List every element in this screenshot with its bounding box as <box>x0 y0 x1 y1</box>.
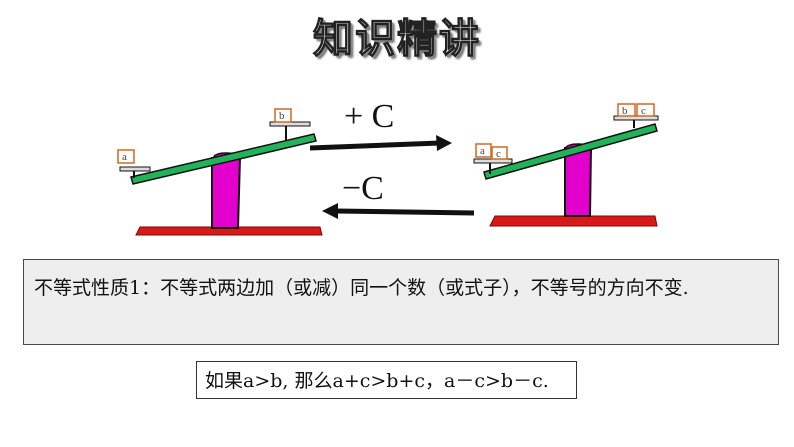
weight-a2 <box>475 143 492 158</box>
left-beam <box>130 133 317 185</box>
arrow-right <box>309 135 452 151</box>
weight-a <box>117 149 135 164</box>
weight-a-label: a <box>122 151 127 163</box>
right-beam <box>483 123 658 180</box>
subtract-c-label: −C <box>342 170 384 207</box>
property-box: 不等式性质1：不等式两边加（或减）同一个数（或式子），不等号的方向不变. <box>23 259 779 345</box>
property-text: 不等式性质1：不等式两边加（或减）同一个数（或式子），不等号的方向不变. <box>34 277 689 299</box>
weight-a2-label: a <box>480 145 485 157</box>
weight-b2 <box>617 103 636 117</box>
weight-c1 <box>491 146 508 160</box>
right-base <box>489 215 658 227</box>
arrow-left <box>322 203 475 219</box>
right-pillar <box>564 147 593 217</box>
left-pan-b: b <box>269 108 311 140</box>
left-base <box>135 226 323 236</box>
left-seesaw: a b <box>117 108 323 236</box>
right-seesaw: a c b c <box>473 103 659 227</box>
left-pan-a: a <box>117 149 151 178</box>
weight-c1-label: c <box>496 148 501 160</box>
formula-box: 如果a>b, 那么a+c>b+c，a－c>b－c. <box>196 361 577 399</box>
weight-b-label: b <box>279 110 285 122</box>
left-pillar <box>211 157 242 229</box>
weight-c2-label: c <box>641 105 646 117</box>
weight-b2-label: b <box>622 105 628 117</box>
formula-text: 如果a>b, 那么a+c>b+c，a－c>b－c. <box>205 370 549 392</box>
weight-c2 <box>636 103 655 117</box>
page-title: 知识精讲 <box>312 15 481 62</box>
add-c-label: + C <box>344 98 395 135</box>
right-pan-bc: b c <box>613 103 659 128</box>
right-pan-ac: a c <box>473 143 513 174</box>
weight-b <box>274 108 292 123</box>
